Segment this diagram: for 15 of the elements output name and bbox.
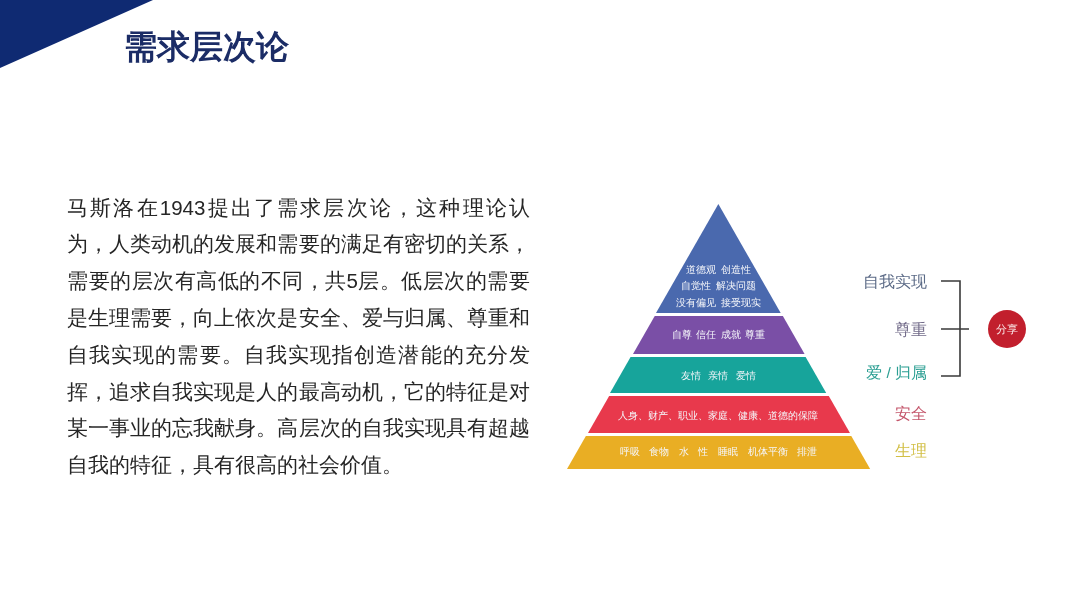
circle-badge: 分享 — [988, 310, 1026, 348]
level-label: 爱 / 归属 — [866, 363, 927, 383]
body-paragraph: 马斯洛在1943提出了需求层次论，这种理论认为，人类动机的发展和需要的满足有密切的关系，需要的层次有高低的不同，共5层。低层次的需要是生理需要，向上依次是安全、爱与归属、尊重和自我实现的需要。自我实现指创造潜能的充分发挥，追求自我实现是人的最高动机，它的特征是对某一事业的忘我献身。高层次的自我实现具有超越自我的特征，具有很高的社会价值。 — [67, 194, 530, 479]
slide-title: 需求层次论 — [124, 28, 289, 67]
tier-text: 自尊 信任 成就 尊重 — [672, 328, 765, 342]
tier-text: 道德观 创造性 — [686, 262, 751, 277]
tier-text: 呼吸 食物 水 性 睡眠 机体平衡 排泄 — [619, 445, 818, 459]
level-label: 尊重 — [895, 320, 927, 340]
level-label: 生理 — [895, 441, 927, 461]
tier-text: 自觉性 解决问题 — [681, 279, 756, 294]
level-label: 安全 — [895, 404, 927, 424]
tier-text: 人身、财产、职业、家庭、健康、道德的保障 — [618, 409, 819, 423]
tier-text: 没有偏见 接受现实 — [676, 295, 761, 310]
tier-text: 友情 亲情 爱情 — [681, 369, 756, 383]
level-label: 自我实现 — [863, 272, 927, 292]
